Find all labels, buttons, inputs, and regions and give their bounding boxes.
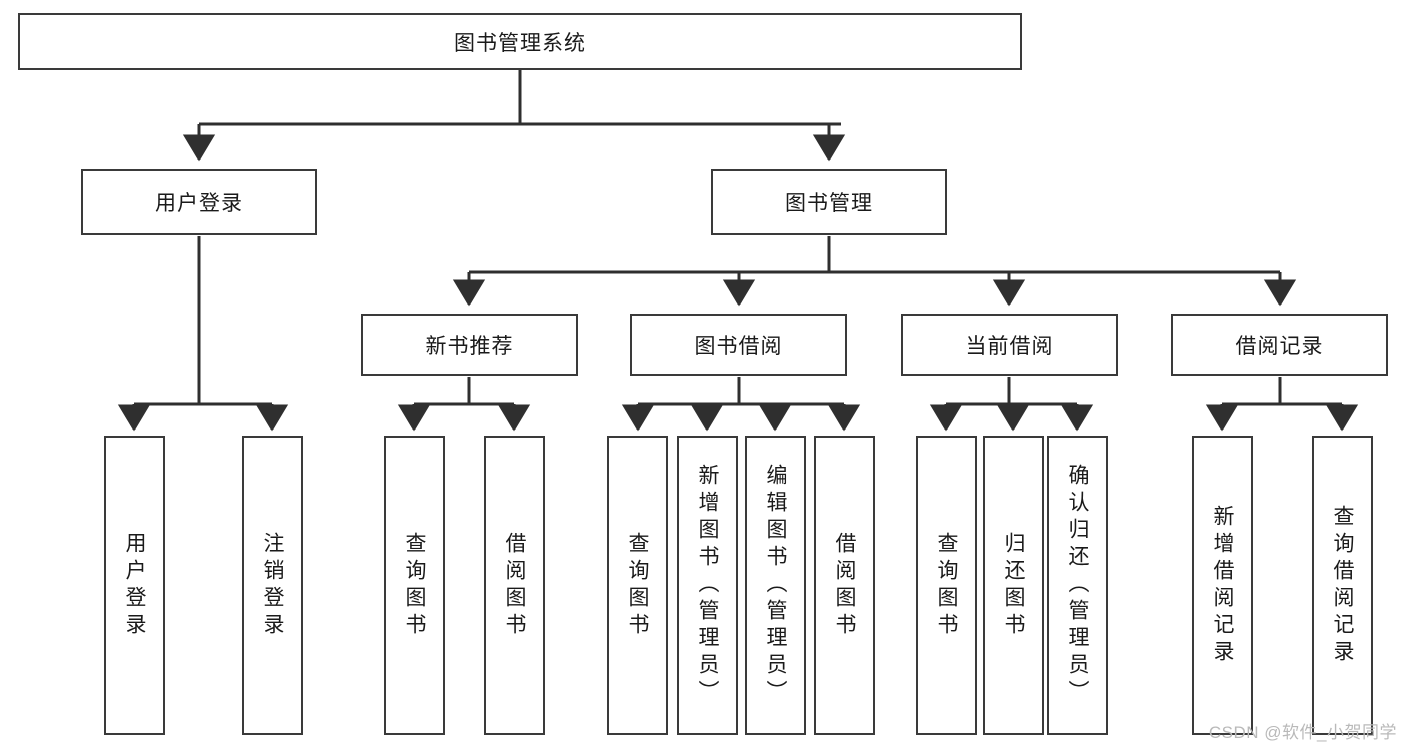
node-leaf-query-book-2[interactable]: 查询图书 bbox=[607, 436, 668, 735]
node-current-borrow[interactable]: 当前借阅 bbox=[901, 314, 1118, 376]
node-leaf-add-book[interactable]: 新增图书（管理员） bbox=[677, 436, 738, 735]
node-root-label: 图书管理系统 bbox=[454, 31, 586, 55]
node-leaf-add-record-label: 新增借阅记录 bbox=[1211, 504, 1234, 667]
node-book-borrow-label: 图书借阅 bbox=[694, 335, 783, 358]
node-leaf-query-book-3-label: 查询图书 bbox=[935, 531, 958, 640]
node-borrow-record-label: 借阅记录 bbox=[1235, 335, 1324, 358]
node-root[interactable]: 图书管理系统 bbox=[18, 13, 1022, 70]
node-new-book-recommend[interactable]: 新书推荐 bbox=[361, 314, 578, 376]
node-leaf-add-record[interactable]: 新增借阅记录 bbox=[1192, 436, 1253, 735]
node-leaf-query-book-1[interactable]: 查询图书 bbox=[384, 436, 445, 735]
node-user-login-label: 用户登录 bbox=[155, 192, 243, 215]
node-leaf-logout-login-label: 注销登录 bbox=[261, 531, 284, 640]
node-leaf-query-record-label: 查询借阅记录 bbox=[1331, 504, 1354, 667]
node-new-book-recommend-label: 新书推荐 bbox=[425, 335, 514, 358]
node-leaf-return-book-label: 归还图书 bbox=[1002, 531, 1025, 640]
node-user-login[interactable]: 用户登录 bbox=[81, 169, 317, 235]
node-leaf-borrow-book-1-label: 借阅图书 bbox=[503, 531, 526, 640]
node-current-borrow-label: 当前借阅 bbox=[965, 335, 1054, 358]
node-leaf-query-book-3[interactable]: 查询图书 bbox=[916, 436, 977, 735]
node-leaf-borrow-book-2[interactable]: 借阅图书 bbox=[814, 436, 875, 735]
node-leaf-query-book-2-label: 查询图书 bbox=[626, 531, 649, 640]
node-leaf-logout-login[interactable]: 注销登录 bbox=[242, 436, 303, 735]
node-book-manage[interactable]: 图书管理 bbox=[711, 169, 947, 235]
node-leaf-edit-book-label: 编辑图书（管理员） bbox=[764, 464, 787, 707]
node-leaf-user-login[interactable]: 用户登录 bbox=[104, 436, 165, 735]
node-book-manage-label: 图书管理 bbox=[785, 192, 873, 215]
node-leaf-query-record[interactable]: 查询借阅记录 bbox=[1312, 436, 1373, 735]
node-leaf-borrow-book-1[interactable]: 借阅图书 bbox=[484, 436, 545, 735]
node-leaf-borrow-book-2-label: 借阅图书 bbox=[833, 531, 856, 640]
node-leaf-confirm-return[interactable]: 确认归还（管理员） bbox=[1047, 436, 1108, 735]
node-leaf-user-login-label: 用户登录 bbox=[123, 531, 146, 640]
node-leaf-edit-book[interactable]: 编辑图书（管理员） bbox=[745, 436, 806, 735]
node-leaf-return-book[interactable]: 归还图书 bbox=[983, 436, 1044, 735]
node-leaf-confirm-return-label: 确认归还（管理员） bbox=[1066, 464, 1089, 707]
node-leaf-add-book-label: 新增图书（管理员） bbox=[696, 464, 719, 707]
node-book-borrow[interactable]: 图书借阅 bbox=[630, 314, 847, 376]
node-leaf-query-book-1-label: 查询图书 bbox=[403, 531, 426, 640]
node-borrow-record[interactable]: 借阅记录 bbox=[1171, 314, 1388, 376]
